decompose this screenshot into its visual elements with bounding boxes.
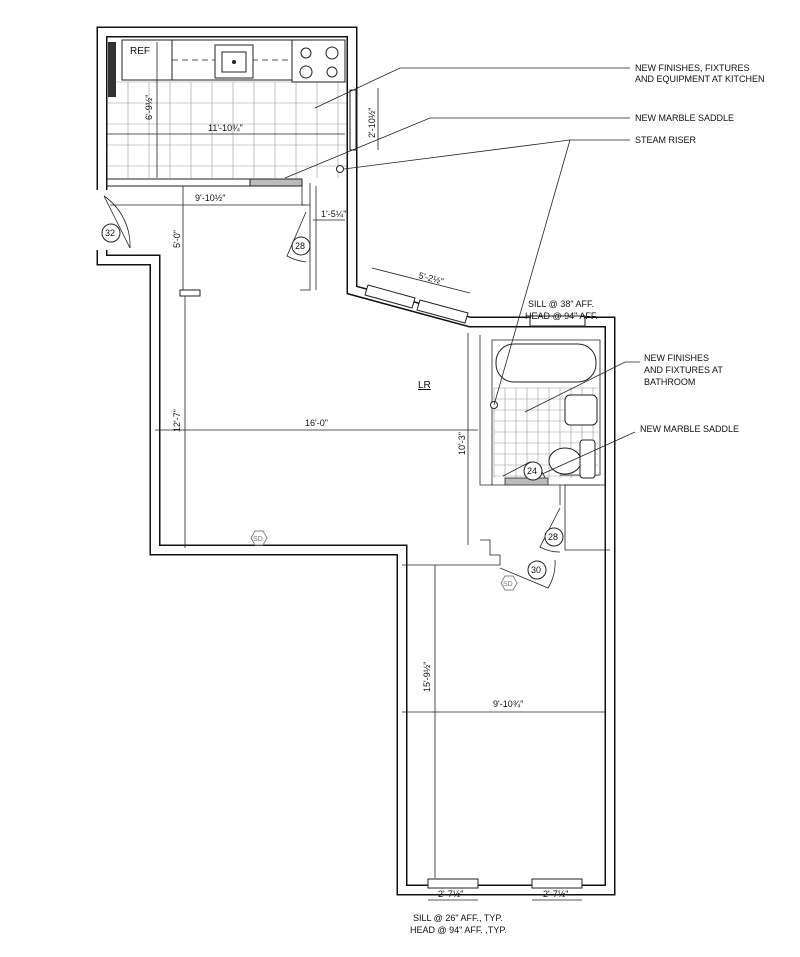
note-sill-top-2: HEAD @ 94" AFF. (525, 311, 598, 321)
note-bath-3: BATHROOM (644, 377, 695, 387)
kitchen-tile-floor (105, 77, 347, 183)
dim-hall-depth: 5'-0" (172, 230, 182, 248)
lavatory-icon (564, 394, 598, 426)
door-30 (499, 559, 556, 589)
interior-walls (106, 178, 610, 566)
ref-label: REF (130, 46, 150, 57)
dim-kitchen-depth: 6'-9½" (144, 95, 154, 120)
toilet-icon (548, 447, 582, 475)
bathtub-icon (495, 343, 597, 383)
door-tag-text: 24 (527, 466, 537, 476)
door-tag-30: 30 (527, 560, 547, 580)
dim-br-window-1: 2'-7½" (438, 889, 463, 899)
radiator-icon (108, 42, 116, 97)
note-saddle-kitchen: NEW MARBLE SADDLE (635, 113, 734, 123)
kitchen-fixtures (108, 39, 357, 173)
dim-lr-width: 16'-0" (305, 418, 328, 428)
door-28b (539, 507, 561, 553)
lr-window-1 (364, 284, 416, 309)
bath-window (529, 315, 586, 327)
dim-kitchen-width: 11'-10¾" (208, 123, 243, 133)
br-window-2 (531, 878, 583, 889)
dim-closet-width: 1'-5¼" (321, 209, 346, 219)
dim-lr-right: 10'-3" (457, 432, 467, 455)
windows (364, 284, 583, 889)
note-sill-bottom-1: SILL @ 26" AFF., TYP. (413, 913, 503, 923)
smoke-detector-icon: SD (500, 575, 518, 591)
note-kitchen-1: NEW FINISHES, FIXTURES (635, 63, 750, 73)
door-tag-text: 28 (295, 241, 305, 251)
dim-br-window-2: 2'-7½" (543, 889, 568, 899)
door-tag-28: 28 (291, 236, 311, 256)
dim-lr-depth: 12'-7" (172, 409, 182, 432)
door-32 (103, 195, 131, 249)
dimension-lines (107, 42, 605, 901)
lr-window-2 (416, 299, 469, 324)
kitchen-marble-saddle (249, 178, 303, 187)
note-sill-bottom-2: HEAD @ 94" AFF. ,TYP. (410, 925, 507, 935)
door-tag-text: 28 (548, 532, 558, 542)
sd-text: SD (253, 536, 263, 543)
dim-br-width: 9'-10¾" (493, 699, 523, 709)
sd-text: SD (503, 581, 513, 588)
door-tag-24: 24 (523, 461, 543, 481)
smoke-detector-icon: SD (250, 530, 268, 546)
br-window-1 (427, 878, 479, 889)
stove-icon (291, 39, 346, 83)
dim-br-depth: 15'-9½" (422, 662, 432, 692)
note-saddle-bath: NEW MARBLE SADDLE (640, 424, 739, 434)
door-tag-32: 32 (101, 223, 121, 243)
note-sill-top-1: SILL @ 38" AFF. (528, 299, 594, 309)
dim-kitchen-window: 2'-10½" (367, 108, 377, 138)
dim-hall-width: 9'-10½" (195, 193, 225, 203)
refrigerator (121, 39, 173, 81)
callout-leaders (284, 67, 640, 476)
door-28 (286, 211, 307, 263)
door-tag-text: 30 (531, 565, 541, 575)
door-tag-28b: 28 (544, 527, 564, 547)
exterior-walls (96, 26, 616, 896)
steam-riser-icon (336, 165, 344, 173)
door-tag-text: 32 (105, 228, 115, 238)
note-bath-2: AND FIXTURES AT (644, 365, 723, 375)
bath-marble-saddle (504, 477, 549, 486)
note-steam-riser: STEAM RISER (635, 135, 697, 145)
note-kitchen-2: AND EQUIPMENT AT KITCHEN (635, 74, 765, 84)
room-label-lr: LR (418, 380, 431, 391)
dim-bay-window: 5'-2½" (417, 270, 444, 286)
kitchen-window (349, 89, 357, 151)
note-bath-1: NEW FINISHES (644, 353, 709, 363)
